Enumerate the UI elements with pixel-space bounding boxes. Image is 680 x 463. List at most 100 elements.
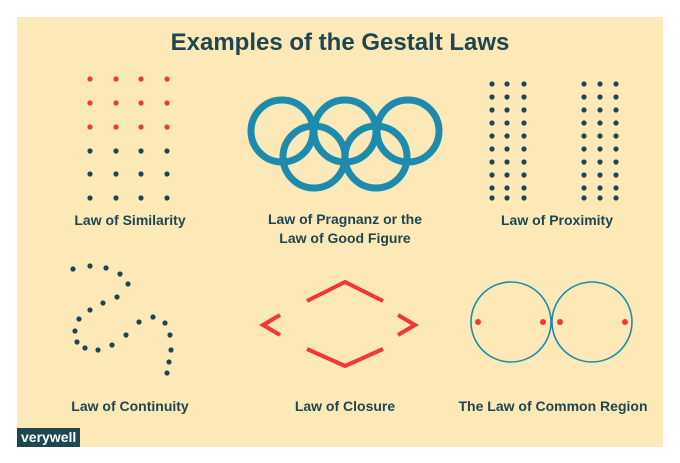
label-common-region: The Law of Common Region [458, 398, 648, 414]
proximity-dot [489, 81, 495, 87]
region-dot [557, 319, 563, 325]
proximity-dot [581, 159, 587, 165]
similarity-dot [164, 171, 170, 177]
proximity-dot [504, 172, 510, 178]
closure-left-chevron [259, 313, 282, 337]
proximity-dot [504, 120, 510, 126]
continuity-dot [87, 307, 93, 313]
closure-bottom-chevron [306, 347, 384, 369]
label-continuity: Law of Continuity [71, 398, 189, 414]
similarity-dot [87, 124, 93, 130]
brand-logo: verywell [17, 428, 81, 447]
proximity-dot [521, 146, 527, 152]
pragnanz-rings [247, 96, 443, 192]
proximity-dot [504, 107, 510, 113]
label-pragnanz-line1: Law of Pragnanz or the [267, 211, 422, 227]
continuity-dot [150, 314, 156, 320]
proximity-dot [489, 195, 495, 201]
region-circle-left [470, 281, 552, 363]
similarity-dot [87, 171, 93, 177]
proximity-dot [581, 195, 587, 201]
proximity-dot [521, 120, 527, 126]
continuity-dot [74, 339, 80, 345]
proximity-dot [489, 159, 495, 165]
continuity-dot [164, 370, 170, 376]
similarity-dot [138, 124, 144, 130]
proximity-dot [613, 159, 619, 165]
ring-top-right [373, 96, 443, 166]
continuity-dot [76, 316, 82, 322]
proximity-dot [521, 133, 527, 139]
similarity-dot [138, 148, 144, 154]
continuity-dot [162, 320, 168, 326]
continuity-dot [168, 347, 174, 353]
continuity-dot [136, 319, 142, 325]
proximity-dot [597, 185, 603, 191]
continuity-dot [123, 332, 129, 338]
proximity-dot [613, 172, 619, 178]
similarity-dot [87, 100, 93, 106]
proximity-dot [489, 133, 495, 139]
proximity-dot-groups [489, 81, 619, 201]
label-similarity: Law of Similarity [74, 212, 186, 228]
gestalt-poster: Examples of the Gestalt Laws [17, 17, 663, 447]
region-dot [622, 319, 628, 325]
proximity-dot [504, 146, 510, 152]
proximity-dot [504, 94, 510, 100]
continuity-dot [167, 332, 173, 338]
similarity-dot [138, 195, 144, 201]
proximity-dot [581, 94, 587, 100]
continuity-dot [100, 300, 106, 306]
proximity-dot [581, 133, 587, 139]
label-pragnanz-line2: Law of Good Figure [279, 230, 411, 246]
similarity-dot [164, 148, 170, 154]
proximity-dot [489, 107, 495, 113]
continuity-dot [70, 266, 76, 272]
common-region [470, 281, 633, 363]
proximity-dot [521, 94, 527, 100]
proximity-dot [521, 81, 527, 87]
proximity-dot [597, 133, 603, 139]
region-circle-right [551, 281, 633, 363]
proximity-dot [613, 94, 619, 100]
proximity-dot [521, 172, 527, 178]
similarity-dot [113, 124, 119, 130]
proximity-dot [597, 146, 603, 152]
proximity-dot [597, 94, 603, 100]
proximity-dot [613, 81, 619, 87]
similarity-dot [138, 100, 144, 106]
proximity-dot [597, 81, 603, 87]
poster-title: Examples of the Gestalt Laws [170, 29, 510, 56]
continuity-dot [72, 328, 78, 334]
continuity-dot [95, 347, 101, 353]
region-dot [540, 319, 546, 325]
proximity-dot [489, 120, 495, 126]
proximity-dot [613, 185, 619, 191]
similarity-dot [87, 195, 93, 201]
proximity-dot [521, 107, 527, 113]
closure-top-chevron [306, 279, 384, 303]
continuity-dot [103, 265, 109, 271]
proximity-dot [504, 133, 510, 139]
similarity-dot [87, 148, 93, 154]
similarity-dot-grid [87, 76, 170, 201]
similarity-dot [164, 76, 170, 82]
proximity-dot [613, 107, 619, 113]
similarity-dot [113, 195, 119, 201]
proximity-dot [504, 195, 510, 201]
similarity-dot [113, 100, 119, 106]
proximity-dot [581, 146, 587, 152]
similarity-dot [164, 124, 170, 130]
proximity-dot [504, 81, 510, 87]
proximity-dot [521, 159, 527, 165]
proximity-dot [521, 195, 527, 201]
region-dot [475, 319, 481, 325]
similarity-dot [113, 76, 119, 82]
proximity-dot [581, 120, 587, 126]
closure-shape [259, 279, 419, 369]
illustrations [70, 76, 633, 376]
proximity-dot [504, 159, 510, 165]
similarity-dot [138, 171, 144, 177]
continuity-dot-curve [70, 263, 174, 376]
proximity-dot [581, 172, 587, 178]
